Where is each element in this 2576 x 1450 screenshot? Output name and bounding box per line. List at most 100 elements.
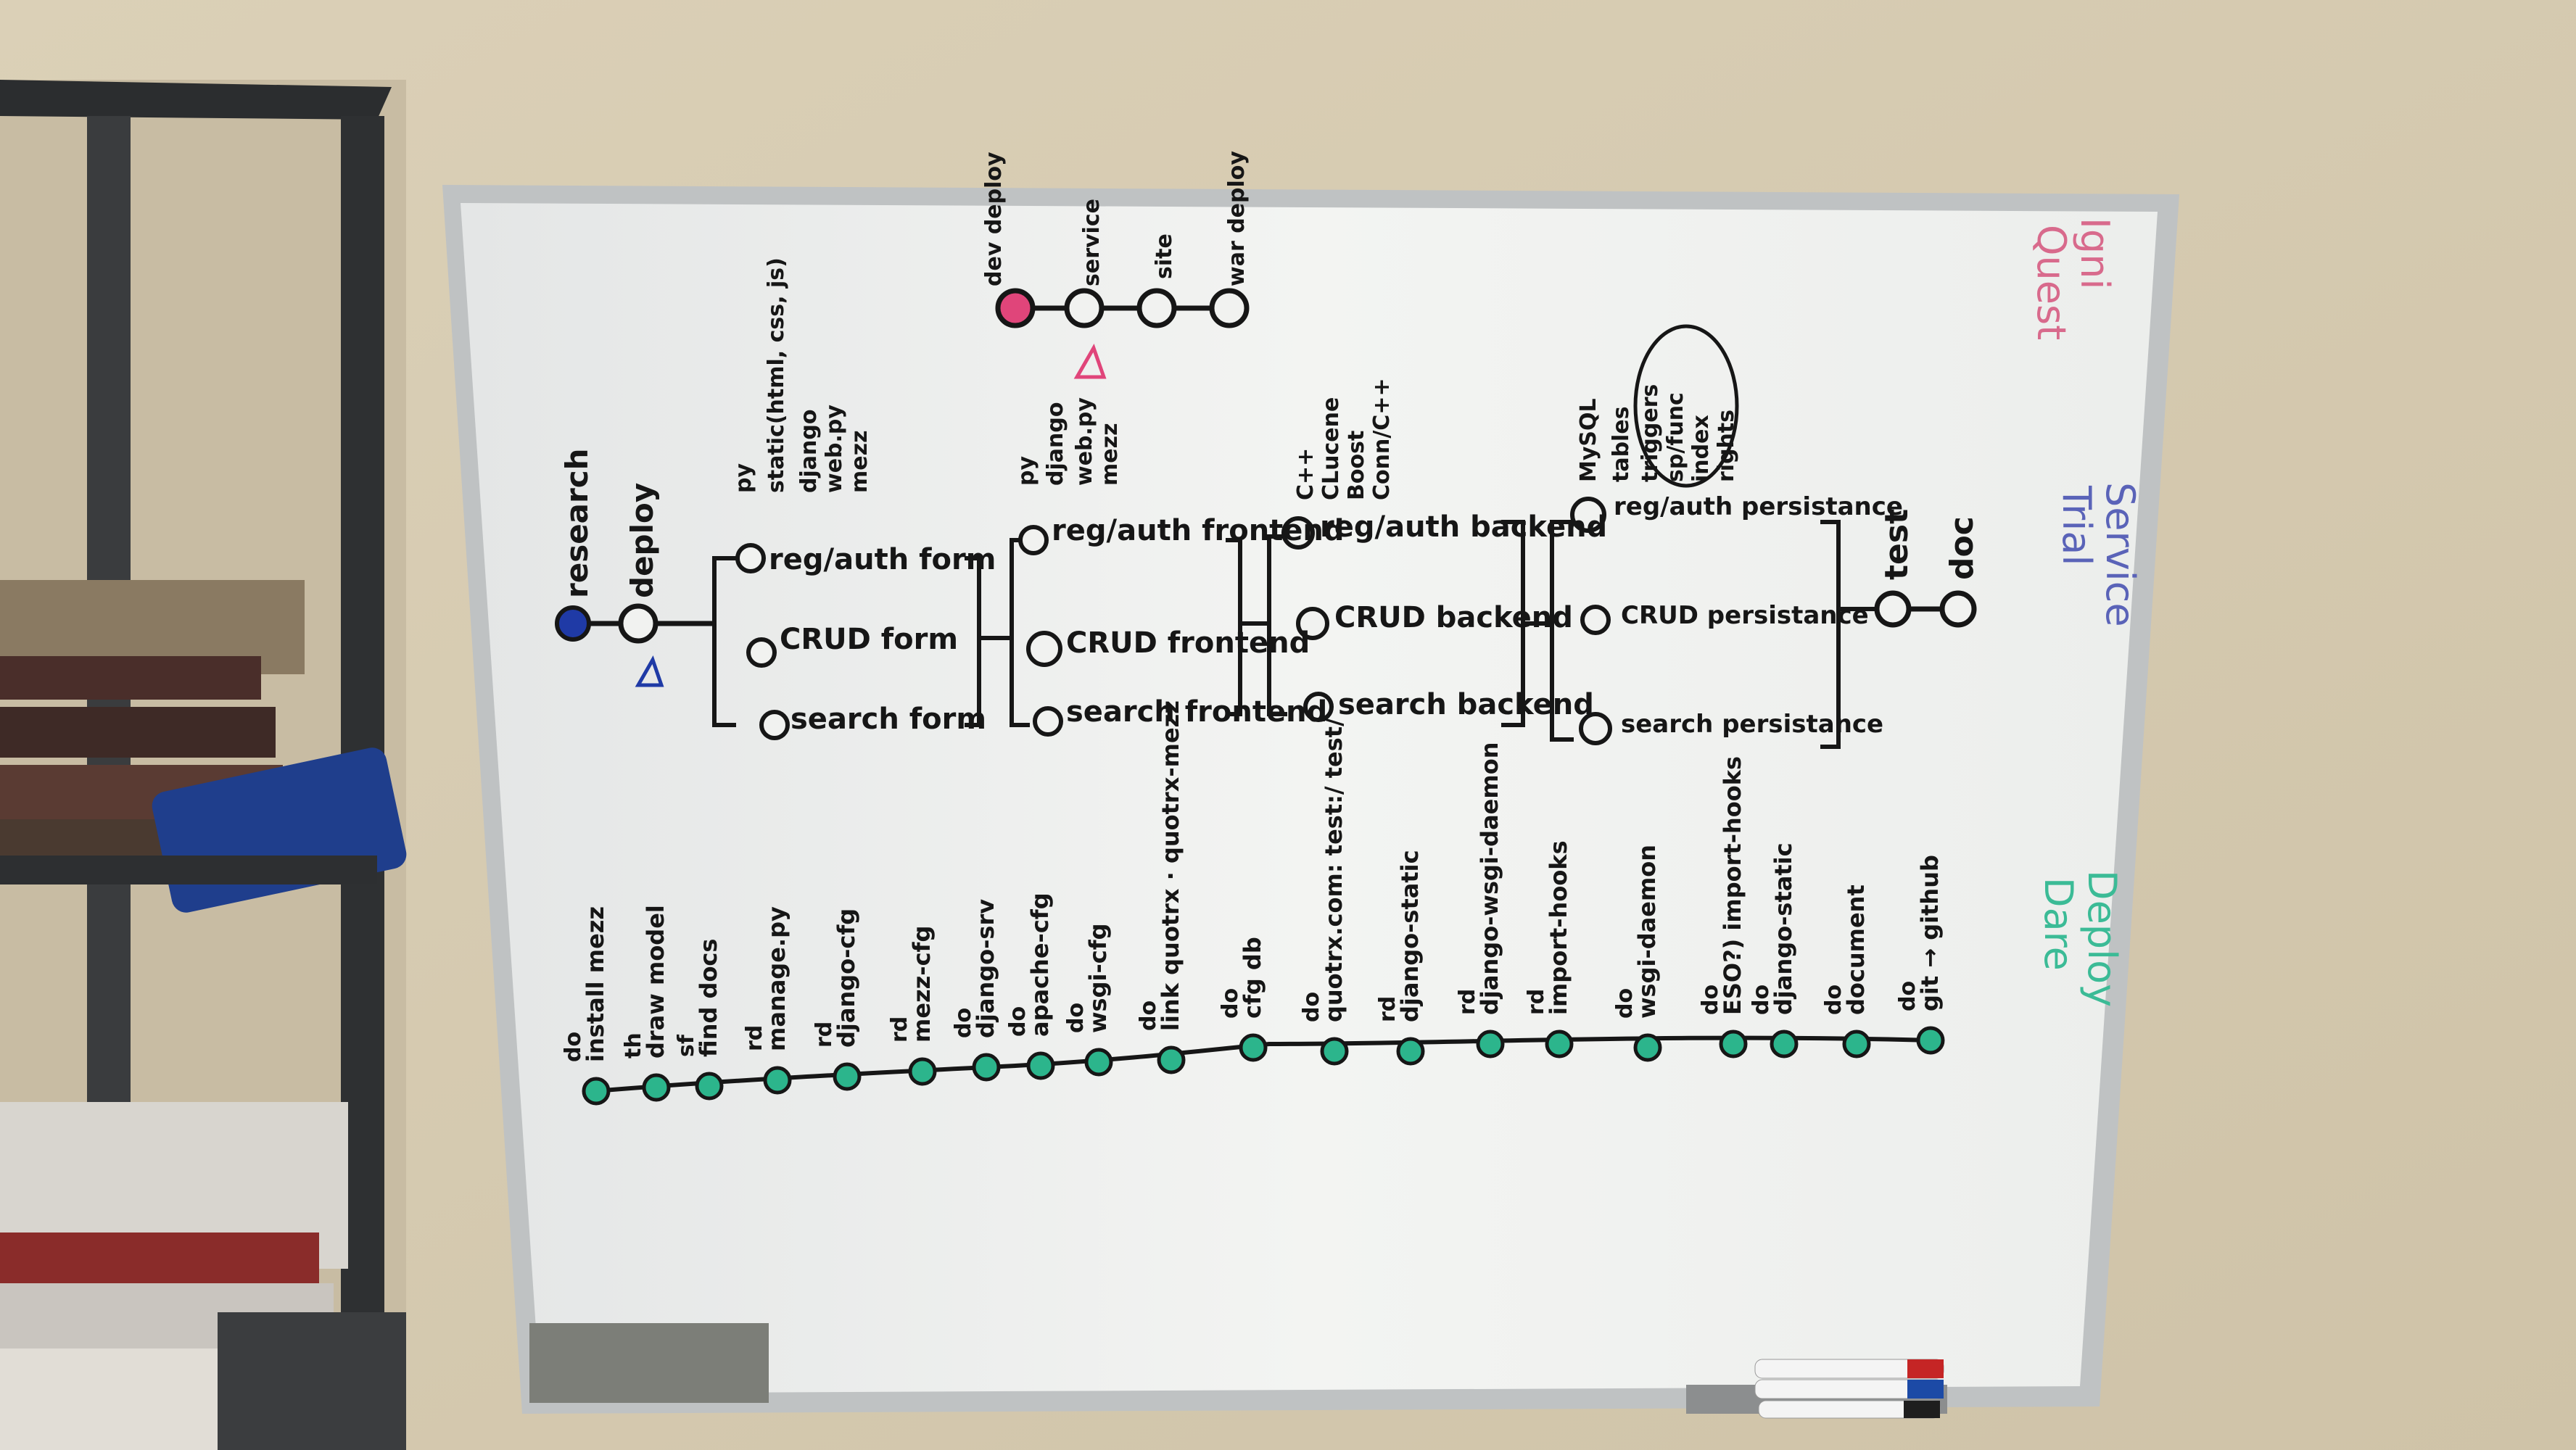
timeline-prefix: do (1895, 981, 1920, 1011)
column-nodes (735, 497, 1612, 745)
note-persist-1: tables (1609, 406, 1634, 482)
node-reg-auth-frontend (1018, 525, 1049, 555)
label-dare: Dare (2036, 877, 2081, 971)
timeline-prefix: do (1299, 992, 1324, 1022)
timeline-prefix: th (621, 1032, 646, 1058)
timeline-task: draw model (642, 905, 669, 1058)
timeline-node (695, 1072, 724, 1101)
timeline-node (1842, 1030, 1871, 1058)
final-nodes: test doc (1874, 509, 1981, 628)
note-forms-4: mezz (847, 430, 872, 493)
column-notes: py static(html, css, js) django web.py m… (731, 257, 1739, 500)
timeline-node (1084, 1048, 1113, 1077)
node-crud-backend (1296, 607, 1329, 640)
node-reg-auth-persistance (1570, 497, 1606, 533)
quest-node-service (1064, 288, 1105, 328)
quest-marker-triangle-icon (1073, 344, 1107, 379)
timeline-node (1545, 1030, 1574, 1058)
label-research: research (559, 448, 595, 598)
note-frontend-0: py (1014, 456, 1039, 486)
label-crud-persistance: CRUD persistance (1621, 601, 1869, 630)
timeline-node (642, 1073, 671, 1102)
quest-label-war-deploy: war deploy (1224, 151, 1250, 286)
note-frontend-3: mezz (1097, 423, 1123, 486)
label-search-frontend: search frontend (1066, 695, 1327, 729)
quest-node-dev-deploy (995, 288, 1036, 328)
eraser (529, 1323, 769, 1403)
timeline-prefix: do (1612, 988, 1638, 1019)
timeline-task: install mezz (582, 906, 609, 1062)
timeline-prefix: rd (1524, 989, 1549, 1015)
label-quest: Quest (2028, 225, 2074, 340)
timeline-line (594, 1035, 1933, 1093)
timeline-prefix: rd (812, 1022, 837, 1048)
timeline-prefix: do (951, 1008, 976, 1038)
note-backend-0: C++ (1293, 448, 1318, 500)
note-persist-3: sp/func (1663, 392, 1688, 482)
timeline-prefix: do (1136, 1000, 1161, 1031)
label-crud-backend: CRUD backend (1334, 601, 1573, 634)
timeline-task: import-hooks (1545, 840, 1572, 1015)
timeline-node (582, 1077, 611, 1106)
label-deploy: Deploy (2079, 870, 2125, 1007)
timeline-task: link quotrx · quotrx-mezz (1157, 700, 1184, 1031)
corner-label-dare: Deploy Dare (2036, 870, 2125, 1007)
timeline-prefix: rd (887, 1016, 912, 1043)
node-crud-form (746, 637, 777, 668)
note-backend-2: Boost (1344, 431, 1369, 500)
note-frontend-2: web.py (1072, 397, 1097, 486)
timeline-prefix: do (561, 1032, 586, 1062)
note-persist-0: MySQL (1576, 398, 1601, 482)
timeline-task: apache-cfg (1026, 892, 1054, 1037)
timeline-task: django-wsgi-daemon (1476, 742, 1503, 1016)
bookshelf (0, 80, 407, 1450)
label-search-persistance: search persistance (1621, 710, 1883, 739)
node-reg-auth-form (735, 543, 766, 573)
timeline-node (1239, 1033, 1268, 1062)
timeline-node (1157, 1045, 1186, 1074)
timeline-node (1633, 1033, 1662, 1062)
node-search-frontend (1033, 706, 1063, 737)
whiteboard-surface (461, 203, 2158, 1393)
label-search-backend: search backend (1338, 688, 1594, 721)
timeline-task: ESO?) import-hooks (1719, 756, 1746, 1015)
trial-marker-triangle-icon (635, 655, 664, 687)
timeline-prefix: rd (1375, 996, 1400, 1022)
timeline-task: quotrx.com: test:/ test/ (1320, 718, 1347, 1022)
note-forms-0: py (731, 463, 756, 493)
label-search-form: search form (790, 703, 986, 736)
timeline-node (1320, 1037, 1349, 1066)
start-nodes: research deploy (555, 448, 714, 687)
timeline-node (1476, 1030, 1505, 1058)
persistance-notes-outline (1633, 324, 1739, 488)
timeline-task: git → github (1916, 855, 1944, 1011)
label-reg-auth-form: reg/auth form (769, 543, 996, 576)
note-persist-4: index (1688, 415, 1714, 482)
timeline-node (763, 1066, 792, 1095)
quest-chain (995, 288, 1250, 328)
timeline-node (908, 1057, 937, 1086)
timeline-prefix: rd (742, 1025, 767, 1051)
timeline-node (1396, 1037, 1425, 1066)
note-forms-2: django (796, 410, 822, 493)
label-reg-auth-persistance: reg/auth persistance (1614, 492, 1903, 521)
quest-node-site (1136, 288, 1177, 328)
node-search-persistance (1579, 712, 1612, 745)
timeline-prefix: do (1063, 1003, 1089, 1033)
timeline-task: find docs (695, 939, 722, 1057)
timeline-task: django-static (1396, 850, 1424, 1022)
label-test: test (1878, 509, 1915, 580)
note-persist-2: triggers (1638, 384, 1663, 482)
node-doc (1939, 590, 1977, 628)
timeline-prefix: do (1821, 985, 1846, 1015)
node-reg-auth-backend (1281, 516, 1315, 550)
node-crud-frontend (1026, 631, 1062, 667)
timeline-task: manage.py (763, 906, 790, 1051)
label-reg-auth-backend: reg/auth backend (1320, 510, 1607, 544)
note-frontend-1: django (1043, 402, 1068, 486)
label-doc: doc (1944, 516, 1981, 580)
timeline-task: django-cfg (833, 908, 860, 1048)
corner-label-trial: Service Trial (2054, 482, 2143, 627)
